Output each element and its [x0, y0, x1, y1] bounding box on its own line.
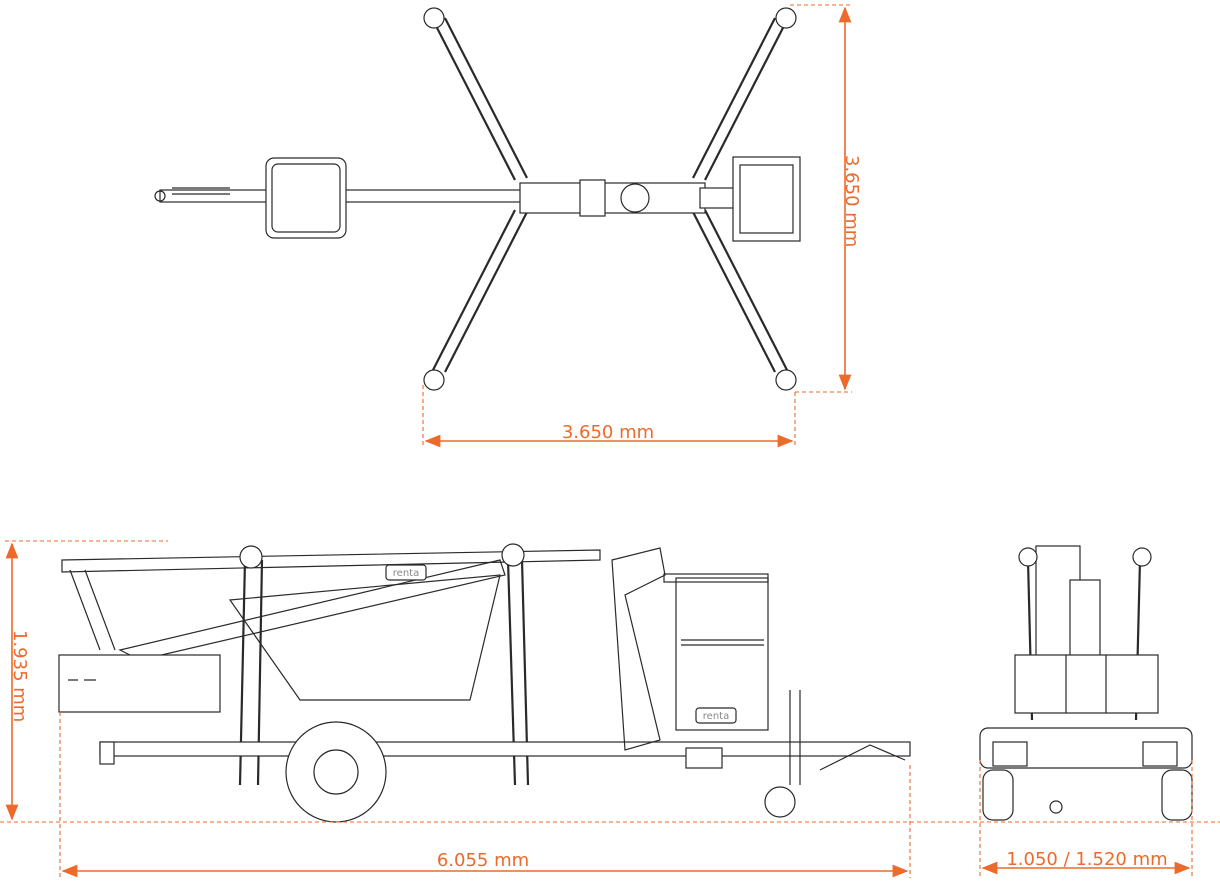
slew-ring [620, 183, 650, 213]
jockey-wheel-rear [1049, 800, 1063, 814]
side-view: renta renta 1.935 mm 6.055 mm [0, 540, 1220, 878]
brand-plate-basket [695, 707, 737, 724]
boom-truss [228, 574, 501, 701]
jockey-wheel [764, 786, 796, 818]
basket-top-view [265, 157, 347, 239]
drawing-line [271, 163, 341, 233]
chassis-rear-top-view [732, 156, 801, 242]
basket [675, 577, 769, 731]
jockey-post [789, 690, 801, 785]
wheel-left [982, 769, 1014, 821]
dimension-label-track-width: 1.050 / 1.520 mm [1006, 849, 1167, 870]
dimension-label-length: 6.055 mm [437, 850, 529, 871]
outrigger-pad [423, 369, 445, 391]
brand-plate-boom [385, 564, 427, 581]
outrigger-pad [423, 7, 445, 29]
turret-plate [579, 179, 606, 217]
rear-view: 1.050 / 1.520 mm [979, 545, 1193, 876]
cylinder-rear [1069, 579, 1101, 657]
chassis-frame [99, 741, 911, 757]
outrigger-rear-right [692, 209, 788, 373]
outrigger-pad [775, 7, 797, 29]
outrigger-rear-left [432, 209, 528, 373]
outrigger-pad [775, 369, 797, 391]
lift-cylinder [69, 569, 116, 651]
tail-light-right [1142, 741, 1178, 767]
hitch [172, 187, 230, 195]
outrigger-hinge [501, 543, 525, 567]
counterweight-box [58, 654, 221, 713]
chassis-rear [979, 727, 1193, 769]
top-view: 3.650 mm 3.650 mm [154, 4, 862, 448]
upper-boom [61, 549, 601, 573]
drawing-line [663, 573, 769, 583]
turret-body [519, 182, 706, 214]
drawing-line [1018, 547, 1038, 567]
outrigger-front-left [432, 17, 528, 181]
wheel [285, 721, 387, 823]
drawing-line [1132, 547, 1152, 567]
dimension-label-width: 3.650 mm [562, 422, 654, 443]
drawing-line [313, 749, 359, 795]
outrigger-hinge [239, 545, 263, 569]
basket-arm [611, 547, 666, 751]
brand-text-boom: renta [393, 568, 419, 579]
outrigger-legs [423, 7, 797, 391]
wheel-right [1161, 769, 1193, 821]
tow-hitch [819, 744, 906, 771]
tail-light-left [992, 741, 1028, 767]
drawing-line [1065, 655, 1107, 713]
outrigger-front-right [692, 17, 788, 181]
drawing-line [739, 164, 794, 234]
dimension-label-depth: 3.650 mm [841, 155, 862, 247]
dimension-label-height: 1.935 mm [9, 630, 30, 722]
brand-text-basket: renta [703, 711, 729, 722]
control-box [685, 747, 723, 769]
drawing-line [681, 639, 764, 646]
lower-boom [118, 559, 506, 661]
rear-light [99, 741, 115, 765]
counterweight-rear [1014, 654, 1159, 714]
hitch-ball [154, 190, 166, 202]
